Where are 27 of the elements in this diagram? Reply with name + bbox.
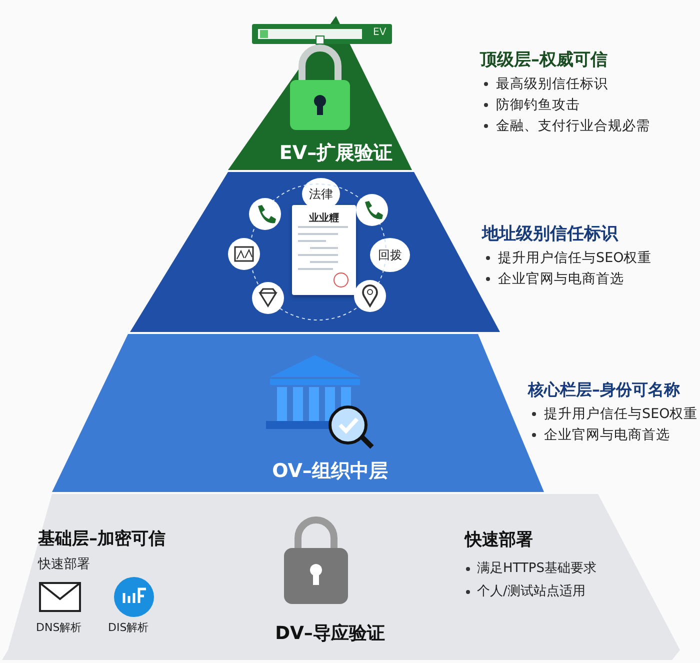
heading-text: DV–导应验证 xyxy=(275,622,385,645)
heading-text: 顶级层–权威可信 xyxy=(480,49,608,71)
bullet-text: 提升用户信任与SEO权重 xyxy=(498,249,652,267)
address-bar-label: EV xyxy=(373,27,386,38)
bullet-text: 防御钓鱼攻击 xyxy=(496,96,580,114)
caption-text: 法律 xyxy=(309,186,333,202)
dv-tier-band xyxy=(2,494,680,660)
ov-tier-band xyxy=(52,334,544,492)
heading-text: 地址级别信任标识 xyxy=(482,223,618,245)
ev-tier-band xyxy=(228,16,412,170)
heading-text: 基础层–加密可信 xyxy=(38,528,166,550)
bullet-text: 企业官网与电商首选 xyxy=(498,270,624,288)
heading-text: OV–组织中层 xyxy=(272,459,388,484)
heading-text: 业业糎 xyxy=(309,212,339,225)
heading-text: EV–扩展验证 xyxy=(279,141,393,166)
caption-text: DIS解析 xyxy=(108,620,149,635)
bullet-text: 企业官网与电商首选 xyxy=(544,426,670,444)
heading-text: 快速部署 xyxy=(465,529,533,551)
heading-text: 核心栏层–身份可名称 xyxy=(528,380,680,401)
caption-text: DNS解析 xyxy=(36,620,82,635)
bullet-text: 满足HTTPS基础要求 xyxy=(477,560,597,577)
bullet-text: 金融、支付行业合规必需 xyxy=(496,117,650,135)
caption-text: 回拨 xyxy=(378,246,402,264)
bullet-text: 个人/测试站点适用 xyxy=(477,583,586,600)
bullet-text: 最高级别信任标识 xyxy=(496,75,608,93)
bullet-text: 提升用户信任与SEO权重 xyxy=(544,405,698,423)
caption-text: 快速部署 xyxy=(38,556,90,573)
